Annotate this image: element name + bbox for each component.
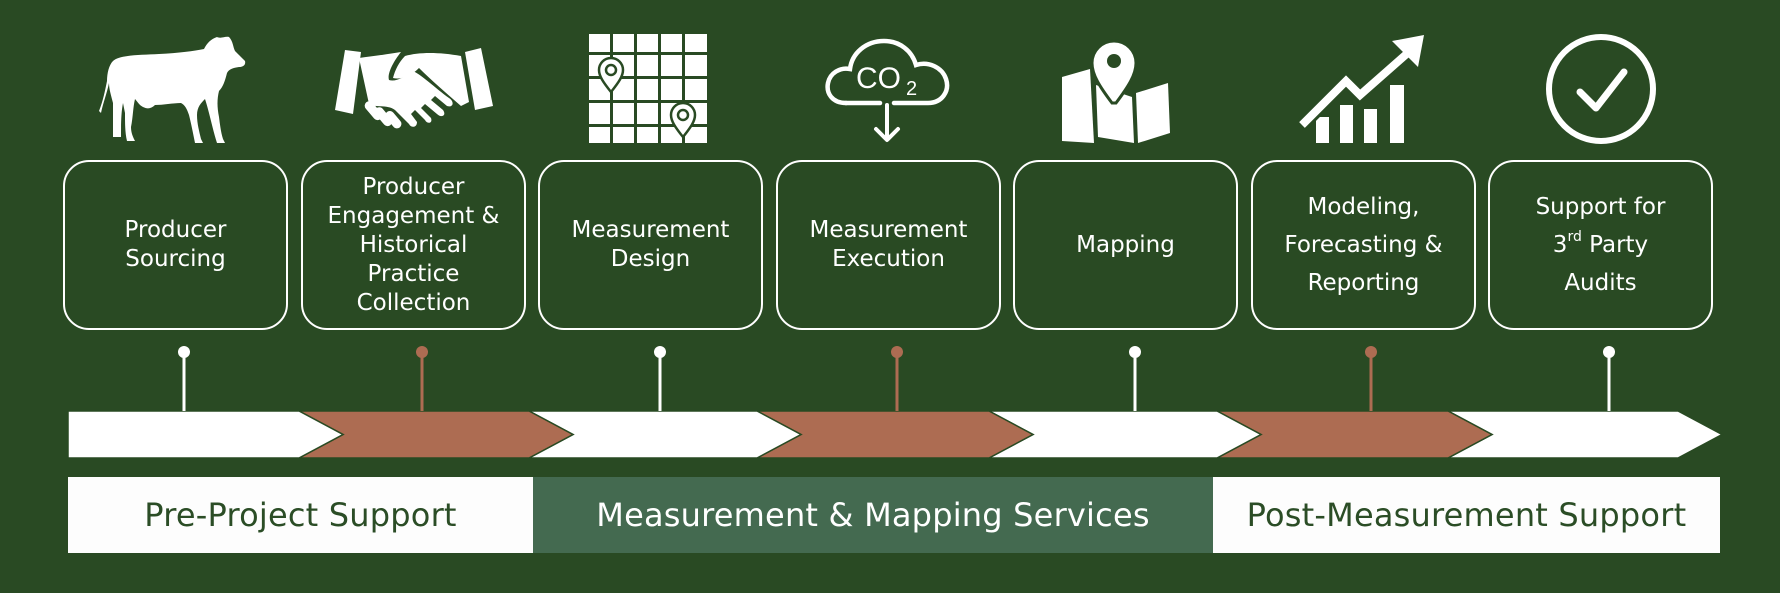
map-pin-icon — [1059, 30, 1173, 148]
connector-dot — [416, 346, 428, 358]
connector-dot — [654, 346, 666, 358]
phase-post-measurement-support: Post-Measurement Support — [1213, 477, 1720, 553]
phase-label: Pre-Project Support — [144, 496, 457, 534]
step-box-producer-engagement: Producer Engagement & Historical Practic… — [301, 160, 526, 330]
phase-pre-project-support: Pre-Project Support — [68, 477, 533, 553]
step-box-mapping: Mapping — [1013, 160, 1238, 330]
step-label: Producer Engagement & Historical Practic… — [327, 173, 500, 316]
handshake-icon — [334, 30, 494, 148]
phase-label: Measurement & Mapping Services — [596, 496, 1150, 534]
chevron-segment — [67, 410, 345, 459]
step-label-number: 3 — [1552, 232, 1568, 258]
step-label-line: Party — [1581, 232, 1649, 258]
connector-dot — [178, 346, 190, 358]
step-label: Support for 3rd Party Audits — [1530, 188, 1672, 302]
step-label-superscript: rd — [1567, 229, 1582, 246]
step-box-measurement-design: Measurement Design — [538, 160, 763, 330]
check-circle-icon — [1543, 30, 1659, 148]
step-label-line: Audits — [1564, 270, 1637, 296]
growth-chart-icon — [1297, 30, 1429, 148]
connector-dot — [1129, 346, 1141, 358]
step-label: Measurement Design — [571, 217, 730, 272]
co2-subscript: 2 — [906, 78, 917, 100]
connector-dot — [1365, 346, 1377, 358]
grid-map-pins-icon — [588, 30, 710, 148]
step-box-producer-sourcing: Producer Sourcing — [63, 160, 288, 330]
step-label: Producer Sourcing — [124, 217, 227, 272]
connector-dot — [891, 346, 903, 358]
step-box-measurement-execution: Measurement Execution — [776, 160, 1001, 330]
co2-cloud-down-icon: CO 2 — [823, 30, 955, 148]
phase-label: Post-Measurement Support — [1246, 496, 1687, 534]
step-label-line: Support for — [1535, 194, 1666, 220]
connector-dot — [1603, 346, 1615, 358]
step-box-modeling-forecasting-reporting: Modeling, Forecasting & Reporting — [1251, 160, 1476, 330]
step-label: Modeling, Forecasting & Reporting — [1284, 194, 1443, 296]
step-label: Measurement Execution — [809, 217, 968, 272]
phase-measurement-mapping-services: Measurement & Mapping Services — [533, 477, 1213, 553]
step-label: Mapping — [1076, 231, 1175, 258]
step-box-third-party-audits: Support for 3rd Party Audits — [1488, 160, 1713, 330]
cow-icon — [98, 30, 250, 148]
co2-text: CO — [856, 62, 901, 95]
